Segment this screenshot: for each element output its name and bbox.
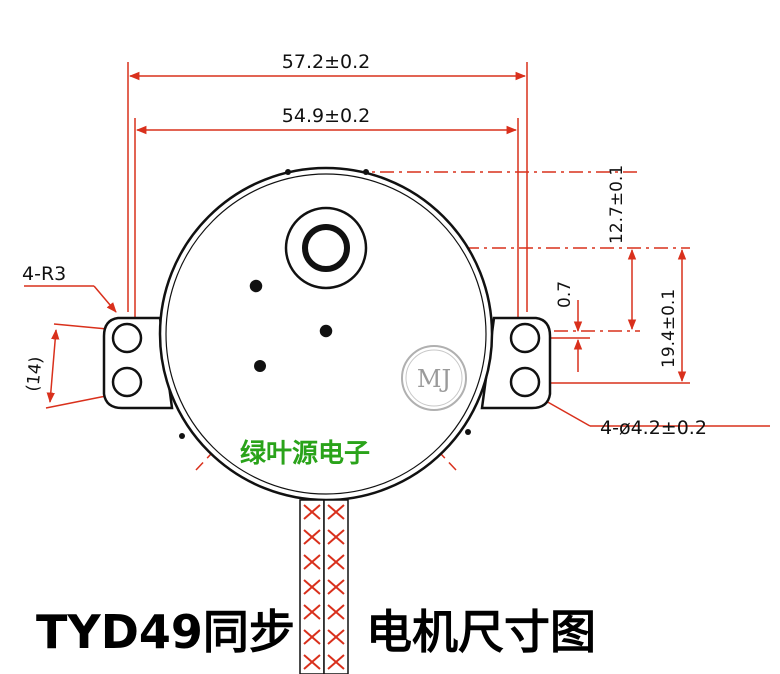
dim-hole-offset: 0.7 <box>555 281 575 308</box>
mount-hole <box>111 322 143 354</box>
dim-hole-spacing: 54.9±0.2 <box>282 105 370 127</box>
dim-corner-radius: 4-R3 <box>22 263 66 285</box>
brand-watermark: 绿叶源电子 <box>240 439 370 469</box>
dim-top-to-shaft: 12.7±0.1 <box>607 165 627 244</box>
mount-hole <box>111 366 143 398</box>
caption-left: TYD49同步 <box>36 605 295 659</box>
dim-total-height: 19.4±0.1 <box>659 289 679 368</box>
shaft <box>302 224 350 272</box>
mount-hole <box>509 366 541 398</box>
svg-text:MJ: MJ <box>417 365 451 393</box>
mount-hole <box>509 322 541 354</box>
motor-body <box>102 166 552 502</box>
dim-hole-diameter: 4-ø4.2±0.2 <box>600 417 707 439</box>
mj-logo: MJ <box>401 345 467 411</box>
lead-wires <box>299 499 349 674</box>
dim-hole-pitch: (14) <box>23 356 47 393</box>
dim-overall-width: 57.2±0.2 <box>282 51 370 73</box>
caption-right: 电机尺寸图 <box>366 605 596 659</box>
